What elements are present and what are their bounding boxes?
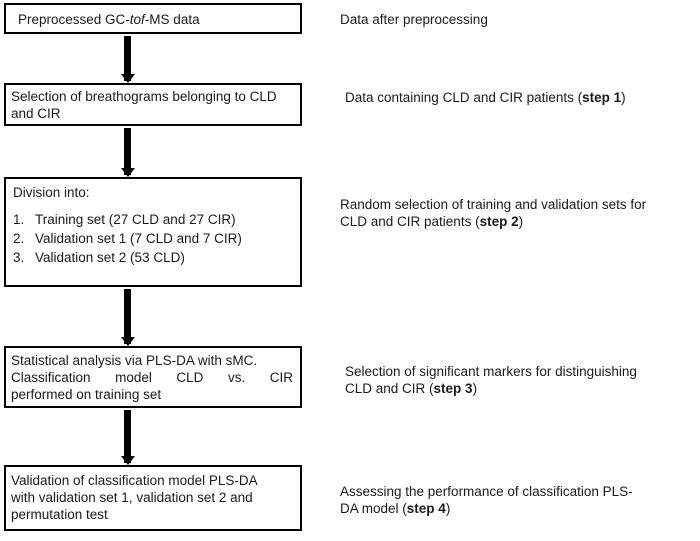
division-item: 3.Validation set 2 (53 CLD) [13,250,185,265]
note-step-1: Data containing CLD and CIR patients (st… [345,90,626,105]
note-step-4: Assessing the performance of classificat… [340,484,633,516]
flow-arrow-2 [120,128,135,177]
division-item: 2.Validation set 1 (7 CLD and 7 CIR) [13,231,242,246]
flow-arrow-4 [120,410,135,465]
step-box-preprocessed-data: Preprocessed GC-tof-MS data [4,3,302,34]
step-box-statistical-analysis: Statistical analysis via PLS-DA with sMC… [4,346,302,408]
box-text-line: Selection of breathograms belonging to C… [11,89,277,104]
note-step-3: Selection of significant markers for dis… [345,364,637,396]
flow-arrow-1 [120,36,135,83]
step-box-validation: Validation of classification model PLS-D… [4,465,302,531]
step-box-selection: Selection of breathograms belonging to C… [4,83,302,126]
step-box-division: Division into: 1.Training set (27 CLD an… [4,177,302,287]
box-text-line: Validation of classification model PLS-D… [11,473,258,488]
note-preprocessing: Data after preprocessing [340,12,488,27]
box-text-line: and CIR [11,106,61,121]
box-text-line-justified: Classification model CLD vs. CIR [11,370,293,385]
flow-arrow-3 [120,289,135,346]
box-text-line: performed on training set [11,387,162,402]
division-item: 1.Training set (27 CLD and 27 CIR) [13,212,236,227]
division-heading: Division into: [13,185,90,200]
box-text-line: with validation set 1, validation set 2 … [11,490,253,505]
box-text-line: permutation test [11,507,108,522]
box-text-line: Statistical analysis via PLS-DA with sMC… [11,353,258,368]
box-text: Preprocessed GC-tof-MS data [18,12,200,27]
note-step-2: Random selection of training and validat… [340,197,647,229]
